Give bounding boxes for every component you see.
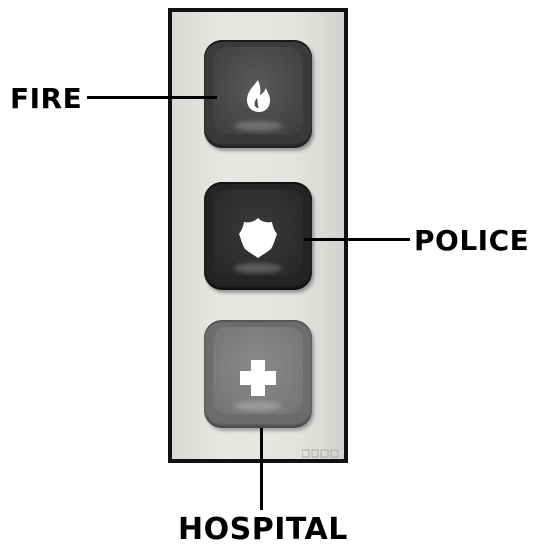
flame-icon bbox=[247, 80, 270, 112]
fire-button-shine bbox=[234, 121, 282, 131]
police-leader-line bbox=[304, 238, 410, 241]
police-button-shine bbox=[234, 263, 282, 273]
medical-cross-icon bbox=[240, 360, 276, 396]
fire-leader-line bbox=[87, 96, 217, 99]
hospital-button[interactable] bbox=[204, 320, 312, 428]
hospital-leader-line bbox=[260, 428, 263, 510]
hospital-label: HOSPITAL bbox=[178, 512, 348, 547]
hospital-button-shine bbox=[234, 401, 282, 411]
fire-button[interactable] bbox=[204, 40, 312, 148]
panel-maker-mark bbox=[302, 449, 339, 458]
police-button[interactable] bbox=[204, 182, 312, 290]
police-label: POLICE bbox=[414, 224, 530, 257]
fire-label: FIRE bbox=[10, 82, 83, 115]
badge-shield-icon bbox=[239, 218, 277, 258]
